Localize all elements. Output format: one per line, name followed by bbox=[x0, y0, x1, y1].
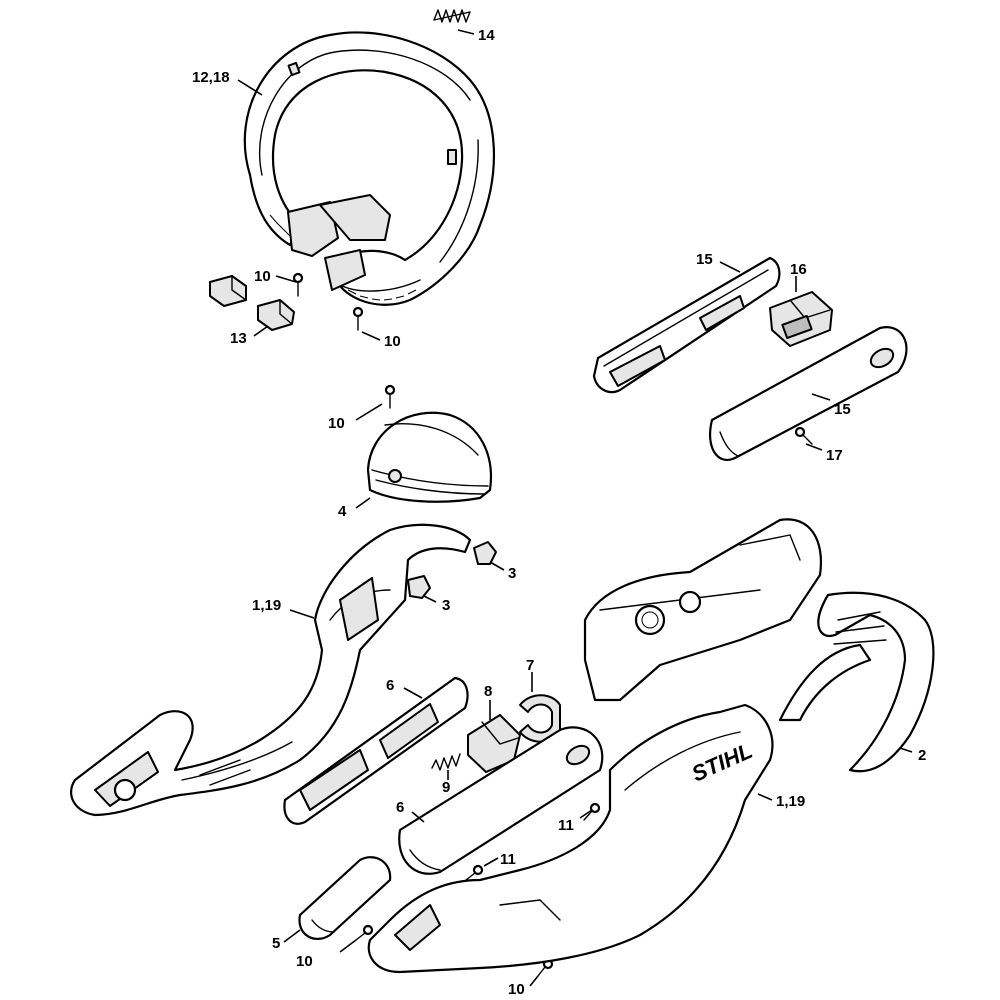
callout-3-b: 3 bbox=[442, 597, 450, 614]
callout-10-e: 10 bbox=[508, 981, 525, 998]
screw-part-a bbox=[292, 272, 304, 297]
callout-15-b: 15 bbox=[834, 401, 851, 418]
callout-9: 9 bbox=[442, 779, 450, 796]
handle-shell-lower-part bbox=[398, 726, 604, 875]
callout-3-a: 3 bbox=[508, 565, 516, 582]
callout-4: 4 bbox=[338, 503, 347, 520]
gear-housing-part bbox=[583, 518, 823, 702]
screw-part-d bbox=[794, 426, 813, 445]
callout-6-a: 6 bbox=[386, 677, 394, 694]
screw-part-c bbox=[384, 384, 396, 409]
loop-handle-part bbox=[243, 31, 496, 306]
clamp-part bbox=[519, 694, 561, 743]
callout-2: 2 bbox=[918, 747, 926, 764]
callout-labels: 12,18 14 10 13 10 15 16 15 17 10 4 3 3 1… bbox=[192, 27, 926, 998]
handle-shell-upper-part bbox=[283, 676, 469, 825]
callout-10-d: 10 bbox=[296, 953, 313, 970]
small-grip-part bbox=[298, 856, 392, 941]
screw-part-g bbox=[355, 924, 374, 941]
screw-part-f bbox=[465, 864, 484, 881]
callout-12-18: 12,18 bbox=[192, 69, 230, 86]
callout-1-19-b: 1,19 bbox=[776, 793, 805, 810]
screw-part-b bbox=[352, 306, 364, 331]
small-spring-part bbox=[431, 753, 461, 771]
callout-16: 16 bbox=[790, 261, 807, 278]
callout-10-c: 10 bbox=[328, 415, 345, 432]
guard-part bbox=[778, 591, 935, 773]
switch-part bbox=[769, 291, 833, 347]
callout-13: 13 bbox=[230, 330, 247, 347]
callout-7: 7 bbox=[526, 657, 534, 674]
handle-half-lower-part bbox=[709, 326, 908, 461]
callout-10-a: 10 bbox=[254, 268, 271, 285]
housing-half-right-part bbox=[367, 703, 774, 974]
housing-half-left-part bbox=[69, 523, 472, 817]
callout-6-b: 6 bbox=[396, 799, 404, 816]
cover-cap-part bbox=[366, 411, 492, 503]
clip-part-lower bbox=[257, 299, 295, 331]
spring-part bbox=[433, 9, 471, 23]
callout-15-a: 15 bbox=[696, 251, 713, 268]
callout-5: 5 bbox=[272, 935, 280, 952]
screw-part-e bbox=[583, 802, 601, 821]
callout-1-19-a: 1,19 bbox=[252, 597, 281, 614]
insert-part-upper bbox=[473, 541, 497, 565]
handle-half-upper-part bbox=[592, 256, 781, 394]
callout-8: 8 bbox=[484, 683, 492, 700]
callout-14: 14 bbox=[478, 27, 495, 44]
callout-10-b: 10 bbox=[384, 333, 401, 350]
callout-11-b: 11 bbox=[500, 851, 516, 868]
insert-part-lower bbox=[407, 575, 431, 599]
leader-lines bbox=[237, 29, 913, 987]
clip-part-upper bbox=[209, 275, 247, 307]
callout-17: 17 bbox=[826, 447, 843, 464]
callout-11-a: 11 bbox=[558, 817, 574, 834]
